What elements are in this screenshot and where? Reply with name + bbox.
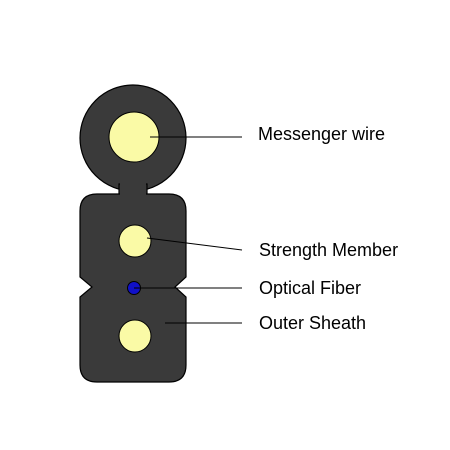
strength-member-top xyxy=(118,224,152,258)
label-optical-fiber: Optical Fiber xyxy=(259,278,362,298)
label-strength-member: Strength Member xyxy=(259,240,399,260)
strength-member-bottom xyxy=(118,319,152,353)
neck-blend xyxy=(120,183,146,196)
leader-line-strength xyxy=(146,237,243,251)
label-messenger-wire: Messenger wire xyxy=(258,124,386,144)
label-outer-sheath: Outer Sheath xyxy=(259,313,367,333)
